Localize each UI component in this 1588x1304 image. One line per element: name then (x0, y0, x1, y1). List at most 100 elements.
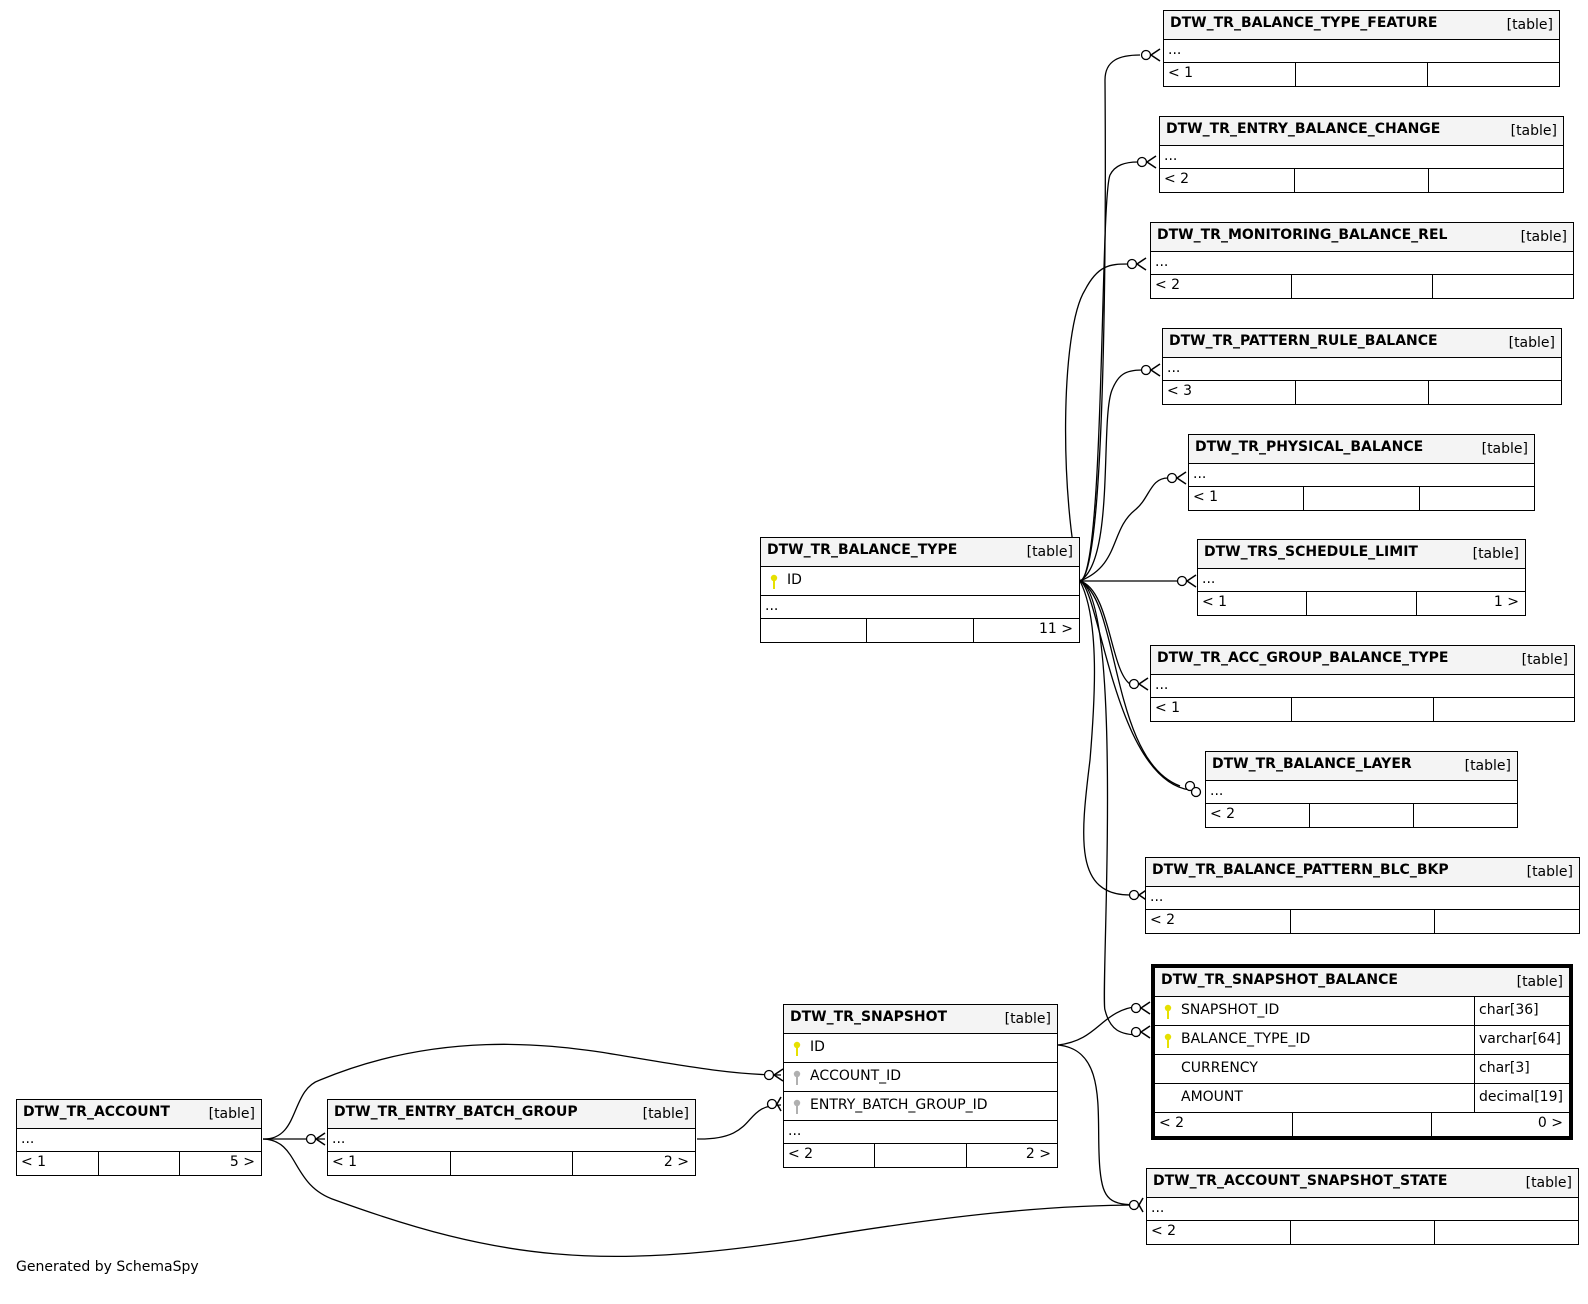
rel-snapshot-ebg (696, 1104, 782, 1140)
parents-count: < 1 (1155, 700, 1181, 716)
column-name: SNAPSHOT_ID (1181, 1002, 1280, 1018)
table-name: DTW_TR_ENTRY_BALANCE_CHANGE (1166, 121, 1441, 137)
parents-count: < 3 (1167, 383, 1193, 399)
columns-ellipsis: ... (1146, 887, 1579, 910)
foreign-key-icon (793, 1070, 801, 1085)
rel-snapshot-balance-btid (1079, 580, 1141, 1036)
table-header: DTW_TR_ACCOUNT [table] (17, 1100, 261, 1129)
columns-ellipsis: ... (1151, 252, 1573, 275)
table-footer: < 3 (1163, 381, 1561, 404)
rel-entry-balance-change (1079, 161, 1139, 582)
columns-ellipsis: ... (1160, 146, 1563, 169)
primary-key-icon (793, 1041, 801, 1056)
table-name: DTW_TR_ENTRY_BATCH_GROUP (334, 1104, 578, 1120)
columns-ellipsis: ... (17, 1129, 261, 1152)
column-name: CURRENCY (1181, 1060, 1258, 1076)
parents-count: < 2 (1151, 1223, 1177, 1239)
table-footer: < 2 (1206, 804, 1517, 827)
parents-count: < 1 (21, 1154, 47, 1170)
rel-acc-group-balance-type (1079, 580, 1131, 685)
children-count: 5 > (229, 1154, 256, 1170)
table-header: DTW_TR_ACCOUNT_SNAPSHOT_STATE [table] (1147, 1169, 1578, 1198)
column-row: ID (784, 1034, 1057, 1063)
columns-ellipsis: ... (1198, 569, 1525, 592)
table-acc-group-balance-type[interactable]: DTW_TR_ACC_GROUP_BALANCE_TYPE [table] ..… (1150, 645, 1575, 722)
table-type: [table] (1525, 1175, 1572, 1191)
table-header: DTW_TR_ACC_GROUP_BALANCE_TYPE [table] (1151, 646, 1574, 675)
table-account[interactable]: DTW_TR_ACCOUNT [table] ... < 1 5 > (16, 1099, 262, 1176)
table-footer: < 2 (1151, 275, 1573, 298)
table-header: DTW_TR_SNAPSHOT [table] (784, 1005, 1057, 1034)
table-name: DTW_TRS_SCHEDULE_LIMIT (1204, 544, 1418, 560)
table-footer: 11 > (761, 619, 1079, 642)
table-header: DTW_TR_SNAPSHOT_BALANCE [table] (1155, 968, 1569, 997)
table-name: DTW_TR_BALANCE_PATTERN_BLC_BKP (1152, 862, 1449, 878)
table-name: DTW_TR_MONITORING_BALANCE_REL (1157, 227, 1448, 243)
column-row: CURRENCY char[3] (1155, 1055, 1569, 1084)
table-header: DTW_TR_ENTRY_BALANCE_CHANGE [table] (1160, 117, 1563, 146)
children-count: 1 > (1493, 594, 1519, 610)
table-type: [table] (1004, 1011, 1051, 1027)
table-header: DTW_TR_PHYSICAL_BALANCE [table] (1189, 435, 1534, 464)
rel-snapshot-balance-sid (1057, 1005, 1141, 1046)
column-name: ACCOUNT_ID (810, 1068, 902, 1084)
table-account-snapshot-state[interactable]: DTW_TR_ACCOUNT_SNAPSHOT_STATE [table] ..… (1146, 1168, 1579, 1245)
table-type: [table] (1472, 546, 1519, 562)
table-type: [table] (642, 1106, 689, 1122)
parents-count: < 1 (1168, 65, 1194, 81)
table-footer: < 2 2 > (784, 1144, 1057, 1167)
table-balance-layer[interactable]: DTW_TR_BALANCE_LAYER [table] ... < 2 (1205, 751, 1518, 828)
table-name: DTW_TR_ACCOUNT_SNAPSHOT_STATE (1153, 1173, 1448, 1189)
table-entry-batch-group[interactable]: DTW_TR_ENTRY_BATCH_GROUP [table] ... < 1… (327, 1099, 696, 1176)
columns-ellipsis: ... (1189, 464, 1534, 487)
table-footer: < 1 (1189, 487, 1534, 510)
table-snapshot[interactable]: DTW_TR_SNAPSHOT [table] ID ACCOUNT_ID EN… (783, 1004, 1058, 1168)
table-footer: < 1 5 > (17, 1152, 261, 1175)
table-physical-balance[interactable]: DTW_TR_PHYSICAL_BALANCE [table] ... < 1 (1188, 434, 1535, 511)
table-snapshot-balance[interactable]: DTW_TR_SNAPSHOT_BALANCE [table] SNAPSHOT… (1151, 964, 1573, 1140)
table-header: DTW_TR_BALANCE_PATTERN_BLC_BKP [table] (1146, 858, 1579, 887)
column-type: char[36] (1474, 997, 1569, 1025)
table-balance-type-feature[interactable]: DTW_TR_BALANCE_TYPE_FEATURE [table] ... … (1163, 10, 1560, 87)
parents-count: < 2 (1164, 171, 1190, 187)
table-type: [table] (1521, 652, 1568, 668)
parents-count: < 2 (1210, 806, 1236, 822)
parents-count: < 2 (1150, 912, 1176, 928)
rel-account-snapshot-state-snap (1057, 1044, 1141, 1206)
table-entry-balance-change[interactable]: DTW_TR_ENTRY_BALANCE_CHANGE [table] ... … (1159, 116, 1564, 193)
table-footer: < 1 (1164, 63, 1559, 86)
column-row: SNAPSHOT_ID char[36] (1155, 997, 1569, 1026)
column-row: ENTRY_BATCH_GROUP_ID (784, 1092, 1057, 1121)
parents-count: < 2 (788, 1146, 814, 1162)
columns-ellipsis: ... (1147, 1198, 1578, 1221)
table-header: DTW_TR_ENTRY_BATCH_GROUP [table] (328, 1100, 695, 1129)
table-header: DTW_TR_PATTERN_RULE_BALANCE [table] (1163, 329, 1561, 358)
primary-key-icon (770, 574, 778, 589)
column-name: ID (810, 1039, 825, 1055)
table-name: DTW_TR_ACCOUNT (23, 1104, 170, 1120)
table-type: [table] (1506, 17, 1553, 33)
table-type: [table] (1481, 441, 1528, 457)
table-footer: < 1 (1151, 698, 1574, 721)
table-pattern-rule-balance[interactable]: DTW_TR_PATTERN_RULE_BALANCE [table] ... … (1162, 328, 1562, 405)
rel-physical-balance (1079, 477, 1169, 582)
table-footer: < 1 1 > (1198, 592, 1525, 615)
column-type: varchar[64] (1474, 1026, 1569, 1054)
table-name: DTW_TR_PHYSICAL_BALANCE (1195, 439, 1424, 455)
parents-count: < 1 (1193, 489, 1219, 505)
table-type: [table] (208, 1106, 255, 1122)
columns-ellipsis: ... (1206, 781, 1517, 804)
table-monitoring-balance-rel[interactable]: DTW_TR_MONITORING_BALANCE_REL [table] ..… (1150, 222, 1574, 299)
column-name: ID (787, 572, 802, 588)
table-balance-pattern-blc-bkp[interactable]: DTW_TR_BALANCE_PATTERN_BLC_BKP [table] .… (1145, 857, 1580, 934)
column-row: ACCOUNT_ID (784, 1063, 1057, 1092)
table-schedule-limit[interactable]: DTW_TRS_SCHEDULE_LIMIT [table] ... < 1 1… (1197, 539, 1526, 616)
parents-count: < 2 (1155, 277, 1181, 293)
table-type: [table] (1526, 864, 1573, 880)
table-balance-type[interactable]: DTW_TR_BALANCE_TYPE [table] ID ... 11 > (760, 537, 1080, 643)
table-name: DTW_TR_SNAPSHOT_BALANCE (1161, 972, 1398, 988)
children-count: 0 > (1537, 1115, 1563, 1131)
table-header: DTW_TR_MONITORING_BALANCE_REL [table] (1151, 223, 1573, 252)
table-header: DTW_TR_BALANCE_TYPE [table] (761, 538, 1079, 567)
